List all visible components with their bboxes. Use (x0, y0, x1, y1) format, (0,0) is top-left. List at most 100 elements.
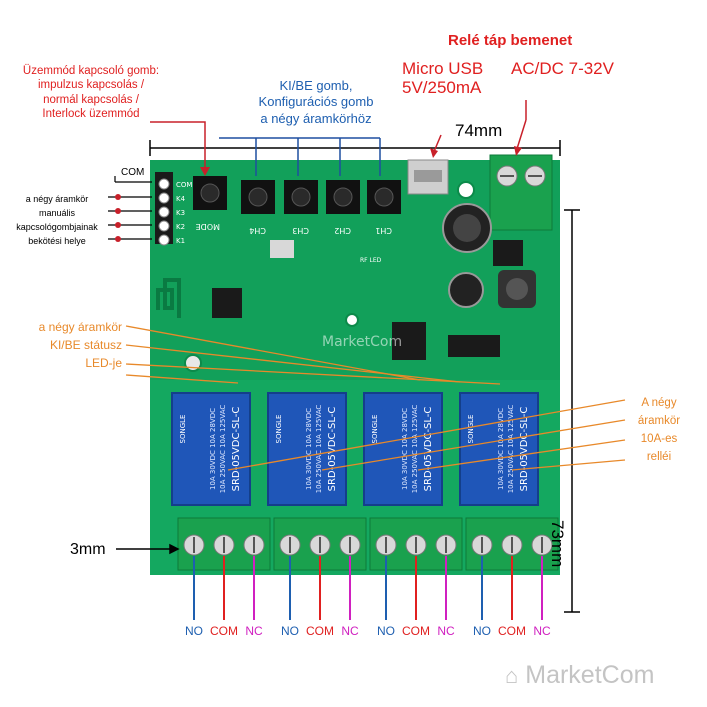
relay-model-text: SRD-05VDC-SL-C (231, 407, 242, 492)
callout-lines-orange-led (125, 325, 501, 385)
led-note-line: LED-je (85, 356, 122, 370)
width-dimension-label: 74mm (455, 121, 503, 140)
pin-label: K2 (176, 223, 185, 231)
wiring-note-line: a négy áramkör (25, 194, 89, 204)
terminal-label-no: NO (281, 624, 299, 638)
callout-lines-black (108, 176, 152, 240)
relay-model-text: SRD-05VDC-SL-C (423, 407, 434, 492)
relay-note-line: relléi (646, 451, 672, 463)
terminal-label-nc: NC (245, 624, 263, 638)
micro-usb-port (407, 159, 449, 195)
relay-model-text: SRD-05VDC-SL-C (519, 407, 530, 492)
ch1-button (367, 180, 401, 214)
relay-rating-text: 10A 30VDC 10A 28VDC (497, 408, 505, 490)
wiring-note: a négy áramkör manuális kapcsológombjain… (4, 192, 110, 248)
callout-arrows-red (200, 146, 522, 176)
wiring-note-line: bekötési helye (28, 236, 86, 246)
output-terminal-block (177, 517, 271, 571)
board-watermark: MarketCom (322, 334, 402, 350)
relay-rating-text: 10A 250VAC 10A 125VAC (315, 405, 323, 494)
pin-label: COM (176, 181, 192, 189)
terminal-label-com: COM (402, 624, 430, 638)
mode-button (193, 176, 227, 210)
terminal-label-nc: NC (437, 624, 455, 638)
home-icon: ⌂ (505, 663, 519, 688)
button-label: CH4 (249, 226, 266, 235)
regulator-chip (448, 335, 500, 357)
driver-chip (392, 322, 426, 360)
relay-note-line: 10A-es (640, 433, 678, 445)
relay-brand-text: SONGLE (275, 415, 283, 444)
terminal-label-no: NO (377, 624, 395, 638)
buttons-note-line: Konfigurációs gomb (258, 94, 374, 110)
buttons-note: KI/BE gomb, Konfigurációs gomb a négy ár… (236, 78, 396, 127)
terminal-label-nc: NC (533, 624, 551, 638)
led-note-line: a négy áramkör (38, 320, 122, 334)
callout-dots (115, 194, 121, 242)
capacitor-small (448, 272, 484, 308)
terminal-label-com: COM (498, 624, 526, 638)
relay-rating-text: 10A 250VAC 10A 125VAC (411, 405, 419, 494)
button-label: MODE (196, 222, 220, 231)
mounting-hole (184, 354, 202, 372)
mode-note-line: normál kapcsolás / (43, 93, 139, 106)
edge-dimension-label: 3mm (70, 541, 106, 558)
pin-header (155, 172, 173, 246)
button-label: CH3 (292, 226, 309, 235)
ch2-button (326, 180, 360, 214)
brand-watermark: ⌂ MarketCom (505, 660, 654, 691)
relay-brand-text: SONGLE (371, 415, 379, 444)
dimension-edge (116, 543, 180, 555)
buttons-note-line: a négy áramkörhöz (260, 110, 372, 126)
wiring-note-line: kapcsológombjainak (16, 222, 98, 232)
wiring-note-line: manuális (38, 208, 76, 218)
ch3-button (284, 180, 318, 214)
terminal-label-nc: NC (341, 624, 359, 638)
pin-label: K3 (176, 209, 185, 217)
relay-brand-text: SONGLE (179, 415, 187, 444)
acdc-label: AC/DC 7-32V (511, 59, 614, 78)
relay-note: A négy áramkör 10A-es relléi (626, 394, 692, 466)
callout-lines-orange-relay (227, 399, 626, 471)
button-labels: MODE CH4 CH3 CH2 CH1 (196, 222, 392, 235)
terminal-label-com: COM (306, 624, 334, 638)
relay-brand-text: SONGLE (467, 415, 475, 444)
regulator-chip (493, 240, 523, 266)
terminal-wires (193, 556, 543, 620)
callout-lines-blue (219, 137, 381, 176)
pin-label: K1 (176, 237, 185, 245)
capacitor-large (442, 203, 492, 253)
mode-note-line: Üzemmód kapcsoló gomb: (22, 65, 160, 77)
antenna-trace (156, 278, 181, 318)
relay-rating-text: 10A 250VAC 10A 125VAC (219, 405, 227, 494)
led-note: a négy áramkör KI/BE státusz LED-je (4, 318, 122, 372)
power-input-title: Relé táp bemenet (448, 32, 573, 49)
inductor (498, 270, 536, 308)
dimension-width (149, 140, 561, 156)
relay-rating-text: 10A 30VDC 10A 28VDC (209, 408, 217, 490)
relay-model-text: SRD-05VDC-SL-C (327, 407, 338, 492)
ch4-button (241, 180, 275, 214)
relay-rating-text: 10A 30VDC 10A 28VDC (401, 408, 409, 490)
terminal-label-no: NO (185, 624, 203, 638)
microcontroller-chip (212, 288, 242, 318)
mounting-hole (457, 181, 475, 199)
crystal (270, 240, 294, 258)
mounting-hole (345, 313, 359, 327)
brand-name: MarketCom (525, 661, 655, 689)
buttons-note-line: KI/BE gomb, (279, 78, 353, 93)
rf-led-silkscreen: RF LED (360, 257, 382, 264)
tactile-buttons (193, 176, 401, 214)
button-label: CH2 (334, 226, 351, 235)
height-dimension-label: 73mm (548, 520, 567, 568)
mode-note-line: impulzus kapcsolás / (37, 79, 145, 92)
pin-labels: COM K4 K3 K2 K1 (176, 181, 192, 245)
relay-note-line: áramkör (637, 415, 681, 427)
